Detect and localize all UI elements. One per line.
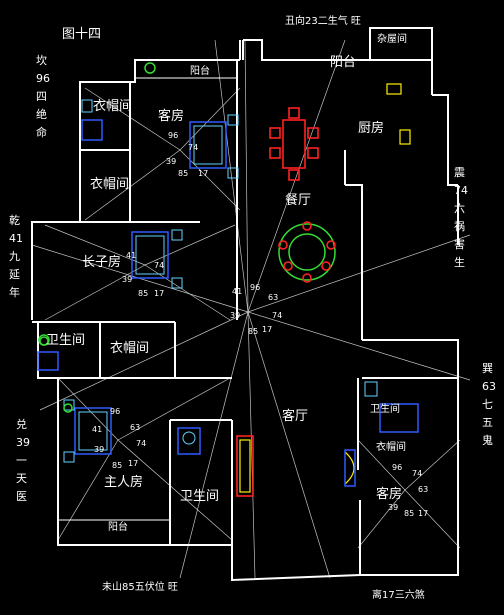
svg-text:六: 六 [454,202,465,215]
svg-text:41: 41 [9,232,23,245]
svg-text:74: 74 [188,143,198,152]
svg-text:74: 74 [272,311,282,320]
room-balcony-bottom: 阳台 [108,520,128,533]
svg-text:命: 命 [36,125,47,139]
room-balcony-top-right: 阳台 [330,55,356,70]
svg-text:96: 96 [168,131,178,140]
bottom-direction: 未山85五伏位 旺 [102,580,178,593]
svg-text:39: 39 [94,445,104,454]
room-closet-right: 衣帽间 [376,440,406,453]
svg-text:一: 一 [16,454,27,467]
svg-text:兑: 兑 [16,417,27,431]
svg-text:震: 震 [454,166,465,179]
side-labels: 坎 96 四 绝 命 乾 41 九 延 年 兑 39 一 天 医 震 74 六 … [9,54,496,503]
compass-numbers-son: 41 74 39 85 17 [122,251,164,298]
svg-text:五: 五 [482,416,493,429]
svg-text:七: 七 [482,398,493,411]
room-eldest-son: 长子房 [82,254,121,270]
svg-text:74: 74 [136,439,146,448]
room-bath-mid: 卫生间 [180,489,219,504]
room-dining: 餐厅 [285,192,311,208]
svg-text:17: 17 [262,325,272,334]
top-direction: 丑向23二生气 旺 [285,14,361,27]
side-label-right-top: 震 74 六 祸 害 生 [454,166,468,269]
svg-text:延: 延 [9,268,20,281]
svg-text:17: 17 [128,459,138,468]
room-closet-1: 衣帽间 [93,98,132,114]
svg-text:41: 41 [92,425,102,434]
walls [31,27,459,582]
svg-text:96: 96 [250,283,260,292]
svg-text:85: 85 [178,169,188,178]
bottom-right-direction: 离17三六煞 [372,588,425,601]
svg-text:63: 63 [418,485,428,494]
svg-text:85: 85 [248,327,258,336]
svg-text:39: 39 [230,311,240,320]
svg-text:鬼: 鬼 [482,433,493,447]
svg-text:生: 生 [454,255,465,269]
room-balcony-top-left: 阳台 [190,64,210,77]
svg-text:96: 96 [110,407,120,416]
labels: 图十四 丑向23二生气 旺 未山85五伏位 旺 离17三六煞 杂屋间 阳台 阳台… [46,14,425,601]
svg-text:绝: 绝 [36,107,47,121]
svg-text:害: 害 [454,237,465,251]
svg-text:巽: 巽 [482,362,493,375]
compass-numbers-master: 41 96 63 74 39 85 17 [92,407,146,470]
svg-text:63: 63 [482,380,496,393]
svg-text:九: 九 [9,250,20,263]
room-laundry: 杂屋间 [377,32,407,45]
svg-text:天: 天 [16,472,27,485]
svg-text:96: 96 [36,72,50,85]
svg-text:39: 39 [16,436,30,449]
svg-text:17: 17 [154,289,164,298]
svg-text:祸: 祸 [454,219,465,233]
svg-text:74: 74 [412,469,422,478]
svg-text:年: 年 [9,285,20,299]
side-label-right-bottom: 巽 63 七 五 鬼 [482,362,496,447]
room-bath-left: 卫生间 [46,333,85,348]
furniture [37,62,419,497]
room-kitchen: 厨房 [358,120,384,136]
svg-text:四: 四 [36,90,47,103]
svg-text:39: 39 [388,503,398,512]
svg-text:41: 41 [126,251,136,260]
svg-text:17: 17 [198,169,208,178]
svg-text:74: 74 [154,261,164,270]
svg-text:39: 39 [122,275,132,284]
room-bedroom-right: 客房 [376,486,402,502]
room-closet-mid: 衣帽间 [110,340,149,356]
room-master: 主人房 [104,474,143,490]
compass-numbers-center: 41 96 63 74 39 85 17 [230,283,282,336]
svg-text:39: 39 [166,157,176,166]
svg-text:74: 74 [454,184,468,197]
side-label-left-top: 坎 96 四 绝 命 [36,54,50,139]
svg-text:85: 85 [138,289,148,298]
svg-text:63: 63 [268,293,278,302]
svg-text:坎: 坎 [36,54,47,67]
figure-label: 图十四 [62,27,101,42]
side-label-left-bottom: 兑 39 一 天 医 [16,417,30,503]
compass-numbers-guest: 96 74 39 85 17 [166,131,208,178]
svg-text:41: 41 [232,287,242,296]
svg-text:17: 17 [418,509,428,518]
svg-text:63: 63 [130,423,140,432]
svg-text:85: 85 [404,509,414,518]
svg-text:96: 96 [392,463,402,472]
side-label-left-mid: 乾 41 九 延 年 [9,214,23,299]
compass-numbers-right: 96 74 63 39 85 17 [388,463,428,518]
room-guest: 客房 [158,108,184,124]
room-living: 客厅 [282,408,308,424]
svg-text:乾: 乾 [9,214,20,227]
room-bath-right: 卫生间 [370,402,400,415]
svg-text:医: 医 [16,490,27,503]
room-closet-2: 衣帽间 [90,176,129,192]
svg-text:85: 85 [112,461,122,470]
